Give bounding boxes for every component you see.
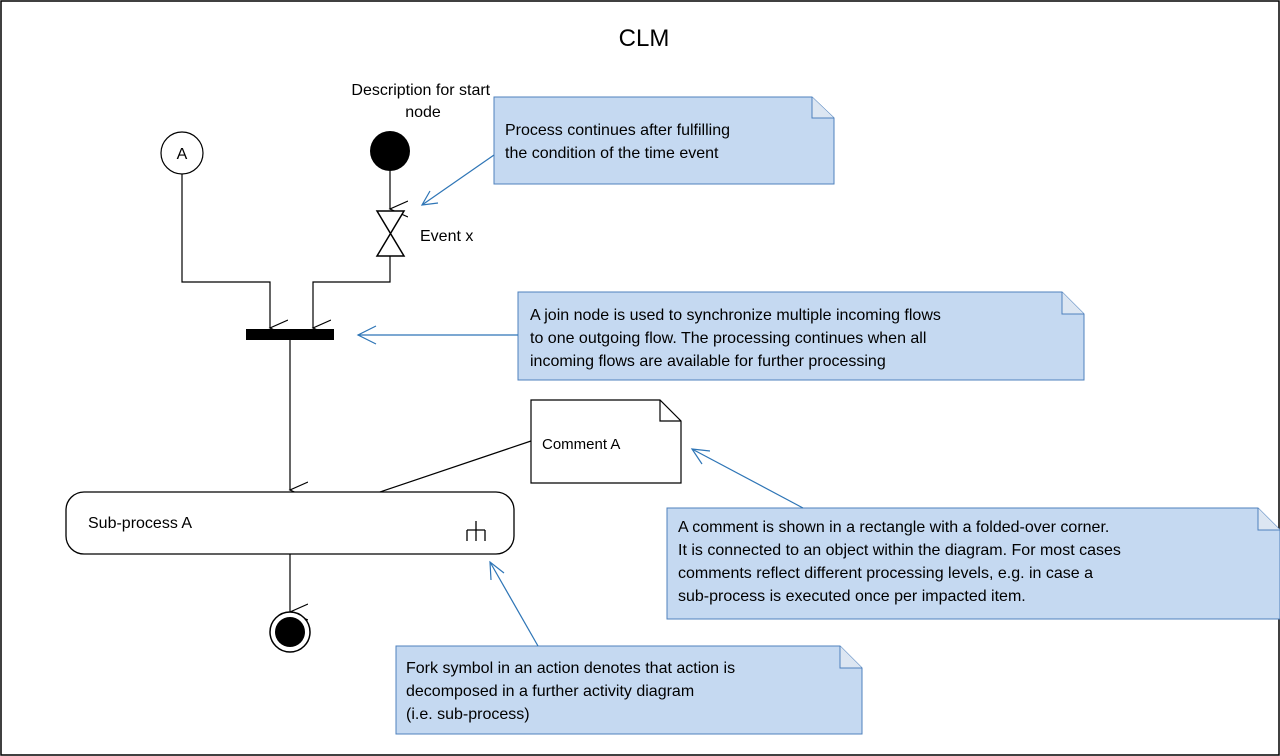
- start-node-description-line-1: Description for start: [351, 82, 490, 99]
- note-time-event-line-1: Process continues after fulfilling: [505, 122, 730, 139]
- event-label: Event x: [420, 228, 473, 245]
- flow-event-to-join: [313, 256, 391, 328]
- note-join-node-shape: [517, 291, 1085, 381]
- note-join-node: A join node is used to synchronize multi…: [517, 291, 1085, 381]
- start-node-description-line-2: node: [405, 104, 441, 121]
- fork-icon: [466, 521, 486, 541]
- comment-anchor-line: [379, 440, 532, 493]
- annotation-arrow-join-node-head: [356, 325, 377, 345]
- note-fork-fold: [839, 646, 862, 669]
- note-fork-line-1: Fork symbol in an action denotes that ac…: [406, 660, 735, 677]
- annotation-arrow-fork: [489, 561, 539, 647]
- note-comment-shape: [666, 507, 1280, 620]
- note-join-node-line-1: A join node is used to synchronize multi…: [530, 307, 941, 324]
- diagram-title: CLM: [619, 25, 670, 52]
- note-join-node-text: A join node is used to synchronize multi…: [530, 307, 945, 370]
- note-comment-fold: [1257, 508, 1280, 531]
- annotation-arrow-time-event-head: [420, 190, 439, 206]
- note-fork-line-3: (i.e. sub-process): [406, 706, 530, 723]
- note-comment-line-3: comments reflect different processing le…: [678, 565, 1093, 582]
- annotation-arrow-fork-head: [489, 560, 505, 581]
- note-comment-line-1: A comment is shown in a rectangle with a…: [678, 519, 1109, 536]
- note-comment-line-2: It is connected to an object within the …: [678, 542, 1121, 559]
- flow-connector-to-join: [181, 174, 270, 328]
- comment-label: Comment A: [542, 436, 620, 453]
- note-comment-text: A comment is shown in a rectangle with a…: [678, 519, 1125, 605]
- annotation-arrow-time-event: [421, 154, 495, 206]
- note-time-event-text: Process continues after fulfilling the c…: [505, 122, 734, 162]
- comment-fold: [659, 400, 681, 422]
- final-node-inner: [275, 617, 305, 647]
- note-time-event-fold: [811, 97, 834, 119]
- annotation-arrow-comment: [691, 448, 804, 509]
- note-comment: A comment is shown in a rectangle with a…: [666, 507, 1280, 620]
- note-fork-shape: [395, 645, 863, 735]
- note-time-event-shape: [493, 96, 835, 185]
- note-fork-line-2: decomposed in a further activity diagram: [406, 683, 694, 700]
- connector-label: A: [177, 146, 188, 163]
- note-fork: Fork symbol in an action denotes that ac…: [395, 645, 863, 735]
- note-fork-text: Fork symbol in an action denotes that ac…: [406, 660, 740, 723]
- note-join-node-line-3: incoming flows are available for further…: [530, 353, 886, 370]
- annotation-arrow-comment-head: [690, 448, 711, 465]
- note-comment-line-4: sub-process is executed once per impacte…: [678, 588, 1026, 605]
- action-label: Sub-process A: [88, 515, 192, 532]
- note-time-event: Process continues after fulfilling the c…: [493, 96, 835, 185]
- start-node-description: Description for start node: [351, 82, 494, 121]
- time-event-icon[interactable]: [375, 210, 406, 257]
- note-join-node-line-2: to one outgoing flow. The processing con…: [530, 330, 926, 347]
- note-time-event-line-2: the condition of the time event: [505, 145, 719, 162]
- initial-node[interactable]: [370, 131, 410, 171]
- join-bar[interactable]: [246, 329, 334, 340]
- comment-shape[interactable]: [530, 399, 682, 484]
- note-join-node-fold: [1061, 292, 1084, 315]
